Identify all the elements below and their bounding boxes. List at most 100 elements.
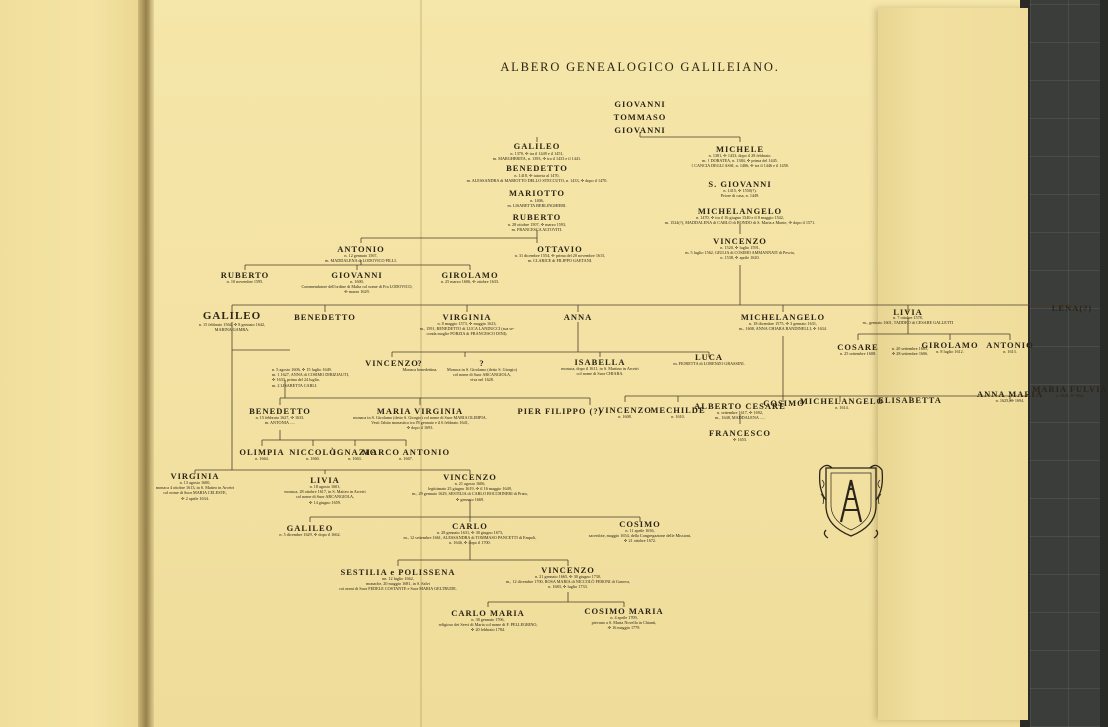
node-mariotto: MARIOTTO — [508, 188, 566, 198]
node-niccolo: NICCOLÒ — [289, 447, 337, 457]
node-galileo-grandson: GALILEO — [286, 523, 334, 533]
node-giovanni-malta: GIOVANNI — [331, 270, 383, 280]
node-lena: LENA(?) — [1051, 303, 1093, 313]
node-michelangelo-brother: MICHELANGELO — [740, 312, 826, 322]
detail-luca: m. FIORETTA di LORENZO GRASSINI. — [673, 361, 745, 366]
node-galileo-galilei: GALILEO — [202, 310, 262, 322]
detail-livia-sister: n. 7 ottobre 1578,m., gennaio 1601, TADD… — [862, 315, 954, 326]
detail-michele: n. 1381, ✣ 1433, dopo il 28 febbraio.m. … — [691, 153, 789, 169]
node-antonio-nephew: ANTONIO — [986, 340, 1034, 350]
detail-marco-antonio: n. 1667. — [399, 456, 413, 461]
node-cosare: COSARE — [837, 342, 879, 352]
node-benedetto-elder: BENEDETTO — [506, 163, 568, 173]
node-cosimo-maria: COSIMO MARIA — [584, 606, 664, 616]
detail-benedetto-grandson: n. 15 febbraio 1627, ✣ 1633.m. ANTONIA .… — [255, 415, 305, 426]
node-vincenzo-father: VINCENZO — [713, 236, 767, 246]
node-virginia-daughter: VIRGINIA — [170, 471, 220, 481]
detail-ottavio: n. 31 dicembre 1554, ✣ prima del 20 nove… — [514, 253, 606, 264]
node-pier-filippo: PIER FILIPPO (?) — [517, 406, 603, 416]
node-michele: MICHELE — [715, 144, 765, 154]
detail-ruberto-elder: n. 28 ottobre 1507, ✣ marzo 1593,m. FRAN… — [507, 222, 567, 233]
detail-francesco: ✣ 1653. — [733, 437, 747, 442]
detail-giovanni-malta: n. 1600,Commendatore dell'ordine di Malt… — [301, 279, 413, 295]
unknown-child-mark-1: ? — [417, 358, 423, 368]
node-elisabetta: ELISABETTA — [878, 395, 942, 405]
detail-isabella: monaca, dopo il 1611, in S. Martino in A… — [561, 366, 639, 377]
node-maria-virginia: MARIA VIRGINIA — [376, 406, 464, 416]
node-carlo-maria: CARLO MARIA — [451, 608, 525, 618]
detail-child-1605: n. 20 settembre 1605,✣ 28 settembre 1606… — [891, 346, 929, 357]
detail-galileo-grandson: n. 5 dicembre 1629, ✣ dopo il 1662. — [279, 532, 341, 537]
node-livia-daughter: LIVIA — [310, 475, 340, 485]
node-antonio: ANTONIO — [337, 244, 385, 254]
node-cosimo-nephew: COSIMO — [763, 398, 805, 408]
detail-cosimo-maria: n. 4 aprile 1709,pievano a S. Maria Nove… — [591, 615, 657, 631]
node-anna-maria: ANNA MARIA — [977, 389, 1043, 399]
detail-benedetto-elder: n. 1418, ✣ tutavia al 1470,m. ALESSANDRA… — [466, 173, 608, 184]
book-gutter — [138, 0, 154, 727]
cutting-mat-grid — [1030, 0, 1100, 727]
left-page — [0, 0, 150, 727]
node-michelangelo-nephew: MICHELANGELO — [799, 396, 885, 406]
node-maria-fulvia: MARIA FULVIA — [1032, 384, 1108, 394]
node-girolamo-nephew: GIROLAMO — [921, 340, 979, 350]
detail-virginia-sister: n. 8 maggio 1573, ✣ maggio 1623,m., 1591… — [419, 321, 515, 337]
node-michelangelo-elder: MICHELANGELO — [697, 206, 783, 216]
detail-maria-fulvia: n. 1626, ✣ 1664. — [1055, 393, 1085, 398]
node-tommaso: TOMMASO — [613, 112, 667, 122]
detail-olimpia: n. 1664. — [255, 456, 269, 461]
detail-vincenzo-great-grandson: n. 21 gennaio 1665, ✣ 30 giugno 1730,m.,… — [506, 574, 630, 590]
detail-galileo-galilei: n. 15 febbraio 1564, ✣ 8 gennaio 1642,MA… — [198, 322, 266, 333]
detail-sestilia-polissena: nn. 12 luglio 1662,monache, 20 maggio 16… — [339, 576, 457, 592]
detail-vincenzo-father: n. 1520, ✣ luglio 1591,m. 5 luglio 1562,… — [685, 245, 795, 261]
detail-carlo-maria: n. 30 gennaio 1706,religioso dei Servi d… — [438, 617, 538, 633]
detail-s-giovanni: n. 1415, ✣ 1550(?).Priore di casa, n. 14… — [720, 188, 760, 199]
node-luca: LUCA — [694, 352, 724, 362]
node-benedetto-grandson: BENEDETTO — [249, 406, 311, 416]
node-ottavio: OTTAVIO — [537, 244, 583, 254]
detail-maria-virginia: monaca in S. Girolamo (detto S. Giorgio)… — [353, 415, 487, 431]
node-ruberto-elder: RUBERTO — [512, 212, 562, 222]
node-marco-antonio: MARCO ANTONIO — [361, 447, 451, 457]
node-vincenzo-nephew: VINCENZO — [598, 405, 652, 415]
detail-mechilde: n. 1610. — [671, 414, 685, 419]
node-alberto-cesare: ALBERTO CESARE — [694, 401, 786, 411]
detail-carlo: n. 28 gennaio 1631, ✣ 30 giugno 1673,m.,… — [403, 530, 537, 546]
detail-livia-daughter: n. 18 agosto 1601,monaca, 28 ottobre 161… — [284, 484, 366, 505]
node-virginia-sister: VIRGINIA — [442, 312, 492, 322]
node-sestilia-polissena: SESTILIA e POLISSENA — [340, 567, 456, 577]
foldout-flap — [878, 8, 1028, 720]
node-livia-sister: LIVIA — [893, 307, 923, 317]
node-s-giovanni: S. GIOVANNI — [708, 179, 772, 189]
detail-galileo-elder: n. 1370, ✣ tra il 1449 e il 1451,m. MARG… — [492, 151, 582, 162]
detail-cosimo-grandson: n. 11 aprile 1636,sacerdote, maggio 1654… — [588, 528, 692, 544]
detail-michelangelo-elder: n. 1470, ✣ tra il 16 giugno 1540 e il 8 … — [664, 215, 816, 226]
detail-ruberto: n. 10 novembre 1595. — [226, 279, 264, 284]
detail-girolamo: n. 25 marzo 1606, ✣ ottobre 1633. — [440, 279, 500, 284]
detail-niccolo: n. 1660. — [306, 456, 320, 461]
node-benedetto-brother: BENEDETTO — [294, 312, 356, 322]
node-giovanni-root: GIOVANNI — [614, 99, 666, 109]
node-girolamo: GIROLAMO — [441, 270, 499, 280]
node-vincenzo-landucci: VINCENZO — [365, 358, 419, 368]
cutting-mat — [1030, 0, 1100, 727]
node-giovanni: GIOVANNI — [614, 125, 666, 135]
detail-vincenzo-son: n. 21 agosto 1606,legittimato 25 giugno … — [412, 481, 528, 502]
ladder-coat-of-arms-icon — [818, 464, 884, 539]
node-isabella: ISABELLA — [574, 357, 626, 367]
detail-monaco: Monaca benedettina. — [402, 367, 438, 372]
detail-monaca-arcangiola: Monaca in S. Girolamo (detto S. Giorgio)… — [447, 367, 517, 383]
detail-cosare: n. 25 settembre 1608. — [839, 351, 877, 356]
node-galileo-elder: GALILEO — [513, 141, 561, 151]
node-vincenzo-great-grandson: VINCENZO — [541, 565, 595, 575]
detail-michelangelo-brother: n. 18 dicembre 1575, ✣ 3 gennaio 1631,m.… — [739, 321, 827, 332]
fold-crease — [420, 0, 422, 727]
detail-ignazio: n. 1663. — [348, 456, 362, 461]
detail-virginia-daughter: n. 13 agosto 1600,monaca 4 ottobre 1613,… — [155, 480, 235, 501]
node-vincenzo-son: VINCENZO — [443, 472, 497, 482]
detail-michelangelo-nephew: n. 1614. — [835, 405, 849, 410]
node-carlo: CARLO — [452, 521, 488, 531]
unknown-child-mark-2: ? — [479, 358, 485, 368]
